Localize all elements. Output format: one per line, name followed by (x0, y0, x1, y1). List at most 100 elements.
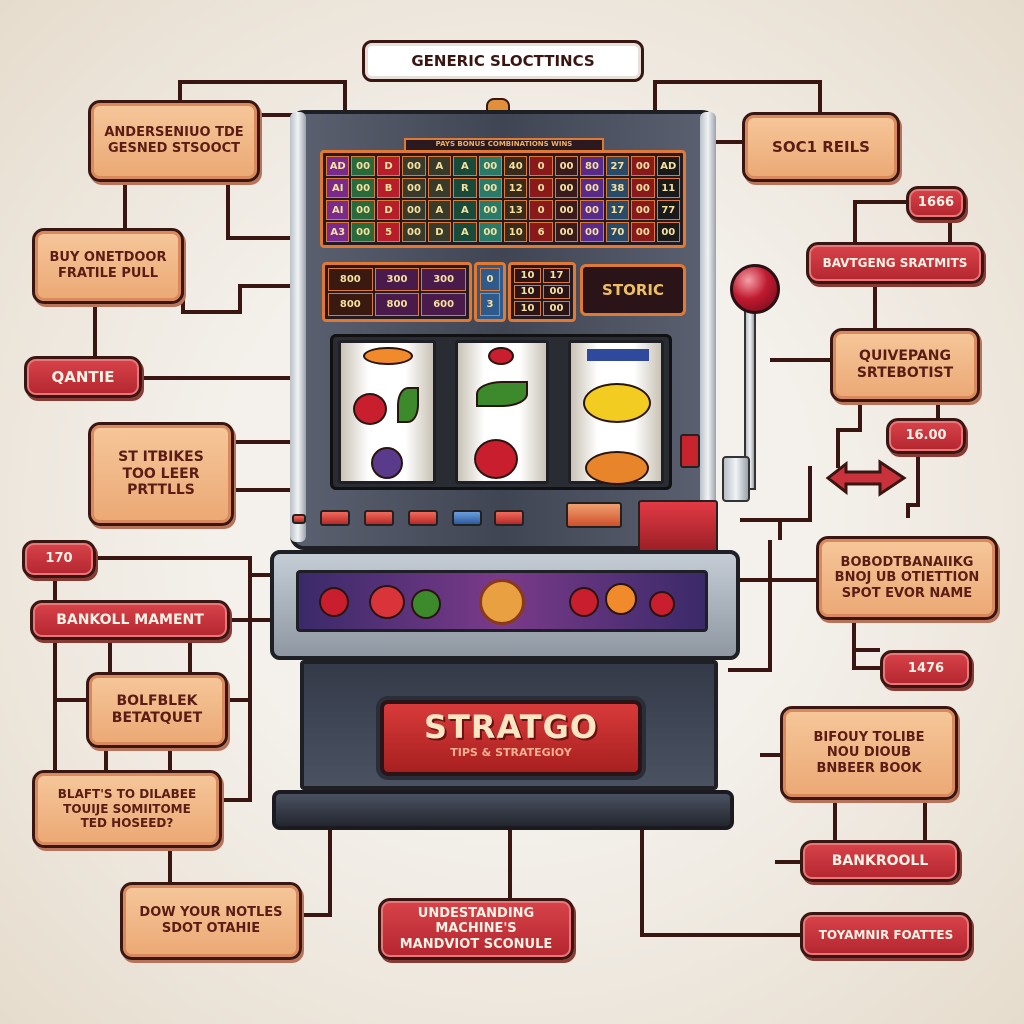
reel-2 (455, 340, 549, 484)
display-cell: A (427, 200, 452, 220)
display-cell: 300 (421, 268, 466, 291)
display-cell: A (427, 178, 452, 198)
display-cell: 40 (504, 156, 528, 176)
side-button[interactable] (680, 434, 700, 468)
display-cell: 77 (656, 200, 680, 220)
display-cell: 11 (656, 178, 680, 198)
display-cell: A (427, 156, 452, 176)
lever-hinge (722, 456, 750, 502)
bet-button[interactable] (320, 510, 350, 526)
display-cell: 00 (631, 156, 655, 176)
brand-plate: STRATGO TIPS & STRATEGIOY (380, 700, 642, 776)
display-cell: 00 (580, 200, 604, 220)
display-cell: 38 (605, 178, 630, 198)
right-box-3: BAVTGENG SRATMITS (806, 242, 984, 284)
bet-button[interactable] (364, 510, 394, 526)
left-box-7: BOLFBLEK BETATQUET (86, 672, 228, 748)
left-box-4: ST ITBIKES TOO LEER PRTTLLS (88, 422, 234, 526)
left-box-1: ANDERSENIUO TDE GESNED STSOOCT (88, 100, 260, 182)
display-cell: D (376, 156, 401, 176)
display-cell: 17 (543, 268, 570, 283)
display-cell: 00 (554, 178, 579, 198)
display-cell: 00 (631, 200, 655, 220)
right-box-6: BOBODTBANAIIKG BNOJ UB OTIETTION SPOT EV… (816, 536, 998, 620)
display-cell: 00 (351, 178, 375, 198)
left-box-6: BANKOLL MAMENT (30, 600, 230, 640)
reel-1 (338, 340, 436, 484)
diagram-title: GENERIC SLOCTTINCS (362, 40, 644, 82)
cherry-icon (353, 393, 387, 425)
right-box-9: BANKROOLL (800, 840, 960, 882)
display-cell: B (376, 178, 401, 198)
display-cell: 00 (478, 156, 502, 176)
right-box-2: 1666 (906, 186, 966, 220)
right-box-1: SOC1 REILS (742, 112, 900, 182)
brand-subtitle: TIPS & STRATEGIOY (450, 746, 572, 759)
grape-icon (411, 589, 441, 619)
left-box-8: BLAFT'S TO DILABEE TOUIJE SOMIITOME TED … (32, 770, 222, 848)
display-cell: 00 (543, 301, 570, 316)
bet-button[interactable] (452, 510, 482, 526)
feature-panel: STORIC (580, 264, 686, 316)
emblem-icon (479, 579, 525, 625)
display-cell: 00 (631, 222, 655, 242)
right-box-5: 16.00 (886, 418, 966, 454)
display-cell: 00 (402, 200, 426, 220)
lever-knob[interactable] (730, 264, 780, 314)
display-cell: 10 (514, 284, 541, 300)
display-cell: 600 (421, 293, 466, 316)
display-cell: D (376, 200, 401, 220)
display-cell: 800 (328, 268, 373, 291)
display-cell: 300 (374, 268, 420, 291)
cherry-icon (474, 439, 518, 479)
display-cell: 00 (580, 222, 604, 242)
display-cell: AI (326, 178, 350, 198)
display-cell: 00 (478, 178, 502, 198)
display-cell: A (453, 156, 477, 176)
bet-button[interactable] (408, 510, 438, 526)
display-cell: 3 (480, 293, 500, 316)
display-cell: AD (326, 156, 350, 176)
cabinet-trim-left (290, 112, 306, 542)
display-cell: 10 (514, 301, 541, 316)
display-cell: 00 (554, 222, 579, 242)
display-cell: 00 (402, 222, 426, 242)
display-cell: 00 (402, 178, 426, 198)
display-cell: 70 (605, 222, 630, 242)
display-cell: 10 (504, 222, 528, 242)
display-cell: 27 (605, 156, 630, 176)
orange-icon (585, 451, 649, 485)
right-box-4: QUIVEPANG SRTEBOTIST (830, 328, 980, 402)
display-cell: R (453, 178, 477, 198)
leaf-icon (476, 381, 528, 407)
bet-button[interactable] (494, 510, 524, 526)
display-cell: 00 (402, 156, 426, 176)
display-cell: 80 (580, 156, 604, 176)
left-box-9: DOW YOUR NOTLES SDOT OTAHIE (120, 882, 302, 960)
display-cell: 00 (554, 156, 579, 176)
cherry-icon (569, 587, 599, 617)
bar-symbol-icon (587, 349, 649, 361)
max-bet-button[interactable] (566, 502, 622, 528)
spin-button[interactable] (638, 500, 718, 554)
right-box-8: BIFOUY TOLIBE NOU DIOUB BNBEER BOOK (780, 706, 958, 800)
display-cell: 800 (374, 293, 420, 316)
display-cell: 0 (529, 156, 553, 176)
display-cell: 6 (529, 222, 553, 242)
left-box-3: QANTIE (24, 356, 142, 398)
bet-button[interactable] (292, 514, 306, 524)
display-cell: A3 (326, 222, 350, 242)
orange-icon (605, 583, 637, 615)
machine-footer (272, 790, 734, 830)
orange-icon (363, 347, 413, 365)
strawberry-icon (319, 587, 349, 617)
fruit-strip (296, 570, 708, 632)
display-cell: 00 (554, 200, 579, 220)
display-cell: 10 (514, 268, 541, 283)
cabinet-trim-right (700, 112, 716, 542)
display-cell: 5 (376, 222, 401, 242)
display-cell: 13 (504, 200, 528, 220)
display-cell: 17 (605, 200, 630, 220)
